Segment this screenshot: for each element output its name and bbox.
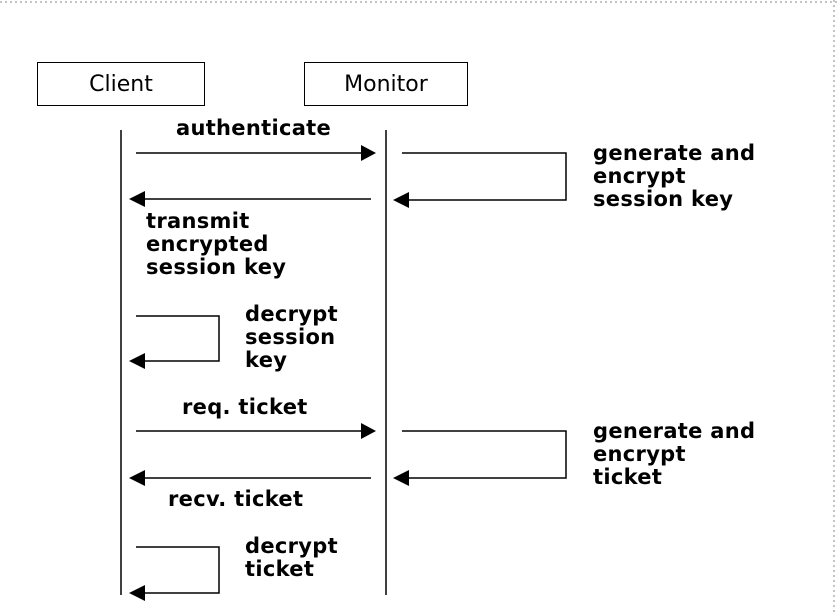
transmit-session-key-arrow xyxy=(129,191,371,207)
generate-ticket-arrow xyxy=(393,430,567,486)
req-ticket-label: req. ticket xyxy=(182,395,308,419)
decrypt-ticket-label: decrypt ticket xyxy=(245,534,338,581)
recv-ticket-label: recv. ticket xyxy=(168,487,304,511)
client-actor-box: Client xyxy=(37,62,205,106)
decrypt-session-key-arrow xyxy=(129,315,220,369)
authenticate-arrow xyxy=(136,145,376,161)
generate-session-key-label: generate and encrypt session key xyxy=(593,141,756,211)
monitor-actor-box: Monitor xyxy=(304,62,468,106)
client-actor-label: Client xyxy=(89,71,153,97)
decrypt-ticket-arrow xyxy=(129,546,220,601)
transmit-session-key-label: transmit encrypted session key xyxy=(146,209,287,279)
monitor-actor-label: Monitor xyxy=(344,71,428,97)
decrypt-session-key-label: decrypt session key xyxy=(245,302,338,372)
recv-ticket-arrow xyxy=(129,470,371,486)
generate-ticket-label: generate and encrypt ticket xyxy=(593,419,756,489)
req-ticket-arrow xyxy=(136,423,376,439)
authenticate-label: authenticate xyxy=(176,116,332,140)
generate-session-key-arrow xyxy=(393,152,567,208)
